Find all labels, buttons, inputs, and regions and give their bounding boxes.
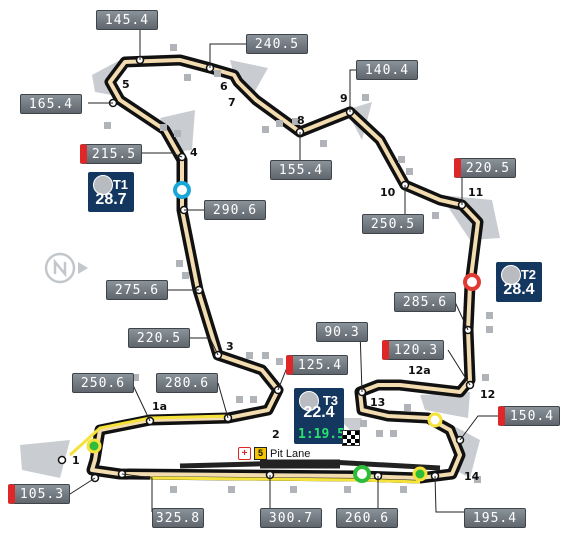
drs-detection-2 [412, 466, 428, 482]
speed-trap-box: 260.6 [336, 508, 398, 528]
chequered-flag-icon [342, 430, 360, 446]
corner-12: 12 [480, 388, 496, 401]
circuit [68, 54, 484, 484]
pit-lane-text: Pit Lane [270, 447, 311, 460]
sector-time: 22.4 [303, 404, 335, 421]
north-arrow-icon [44, 252, 88, 284]
mercedes-star-icon [501, 265, 521, 285]
sector-box-t3: T3 22.4 1:19.5 [294, 388, 345, 444]
speed-trap-box: 250.6 [72, 373, 134, 393]
speed-trap-box: 125.4 [286, 355, 348, 375]
corner-10: 10 [380, 186, 396, 199]
corner-3: 3 [226, 340, 234, 353]
sector-name: T2 [520, 267, 536, 282]
corner-14: 14 [464, 470, 480, 483]
medical-cross-icon: + [238, 447, 251, 460]
sector-time: 28.7 [95, 191, 127, 208]
speed-trap-box: 300.7 [260, 508, 322, 528]
speed-trap-box: 250.5 [362, 214, 424, 234]
speed-trap-box: 220.5 [128, 328, 190, 348]
speed-trap-box: 120.3 [382, 340, 444, 360]
speed-trap-box: 220.5 [454, 158, 516, 178]
drs-detection-1 [86, 438, 102, 454]
drs-activation-3 [427, 412, 443, 428]
speed-trap-box: 280.6 [156, 373, 218, 393]
sector-box-t1: T1 28.7 [88, 172, 134, 212]
corner-13: 13 [370, 396, 386, 409]
corner-12a: 12a [408, 364, 431, 377]
speed-trap-box: 150.4 [498, 406, 560, 426]
sector-time: 28.4 [503, 281, 535, 298]
corner-8: 8 [297, 114, 305, 127]
sector-box-t2: T2 28.4 [496, 262, 542, 302]
corner-6: 6 [220, 80, 228, 93]
speed-trap-box: 90.3 [316, 322, 368, 342]
speed-trap-box: 105.3 [8, 484, 70, 504]
leader-lines [69, 28, 498, 513]
corner-7: 7 [228, 96, 236, 109]
corner-2: 2 [272, 428, 280, 441]
corner-4: 4 [190, 146, 198, 159]
sector-name: T1 [112, 177, 128, 192]
speed-trap-box: 325.8 [152, 508, 204, 528]
speed-trap-box: 215.5 [80, 144, 142, 164]
speed-trap-box: 155.4 [270, 160, 332, 180]
corner-5: 5 [122, 78, 130, 91]
corner-11: 11 [468, 186, 484, 199]
corner-1: 1 [72, 454, 80, 467]
sector-1-marker [173, 181, 191, 199]
speed-trap-box: 240.5 [246, 34, 308, 54]
corner-9: 9 [340, 92, 348, 105]
mercedes-star-icon [93, 175, 113, 195]
speed-trap-box: 290.6 [204, 200, 266, 220]
speed-trap-box: 275.6 [106, 280, 168, 300]
speed-trap-box: 195.4 [464, 508, 526, 528]
corner-1a: 1a [152, 400, 168, 413]
sector-name: T3 [322, 393, 338, 408]
mercedes-star-icon [299, 391, 319, 411]
speed-trap-box: 140.4 [356, 60, 418, 80]
speed-trap-box: 165.4 [20, 94, 82, 114]
lap-time: 1:19.5 [298, 427, 345, 442]
marker-squares [40, 44, 493, 493]
speed-trap-box: 285.6 [394, 292, 456, 312]
sector-2-marker [463, 273, 481, 291]
drs-zone-1 [68, 414, 229, 457]
sector-3-marker [353, 465, 371, 483]
speed-trap-box: 145.4 [96, 10, 158, 30]
pit-speed-limit: 5 [254, 447, 267, 460]
pit-lane-label: + 5 Pit Lane [238, 447, 310, 460]
